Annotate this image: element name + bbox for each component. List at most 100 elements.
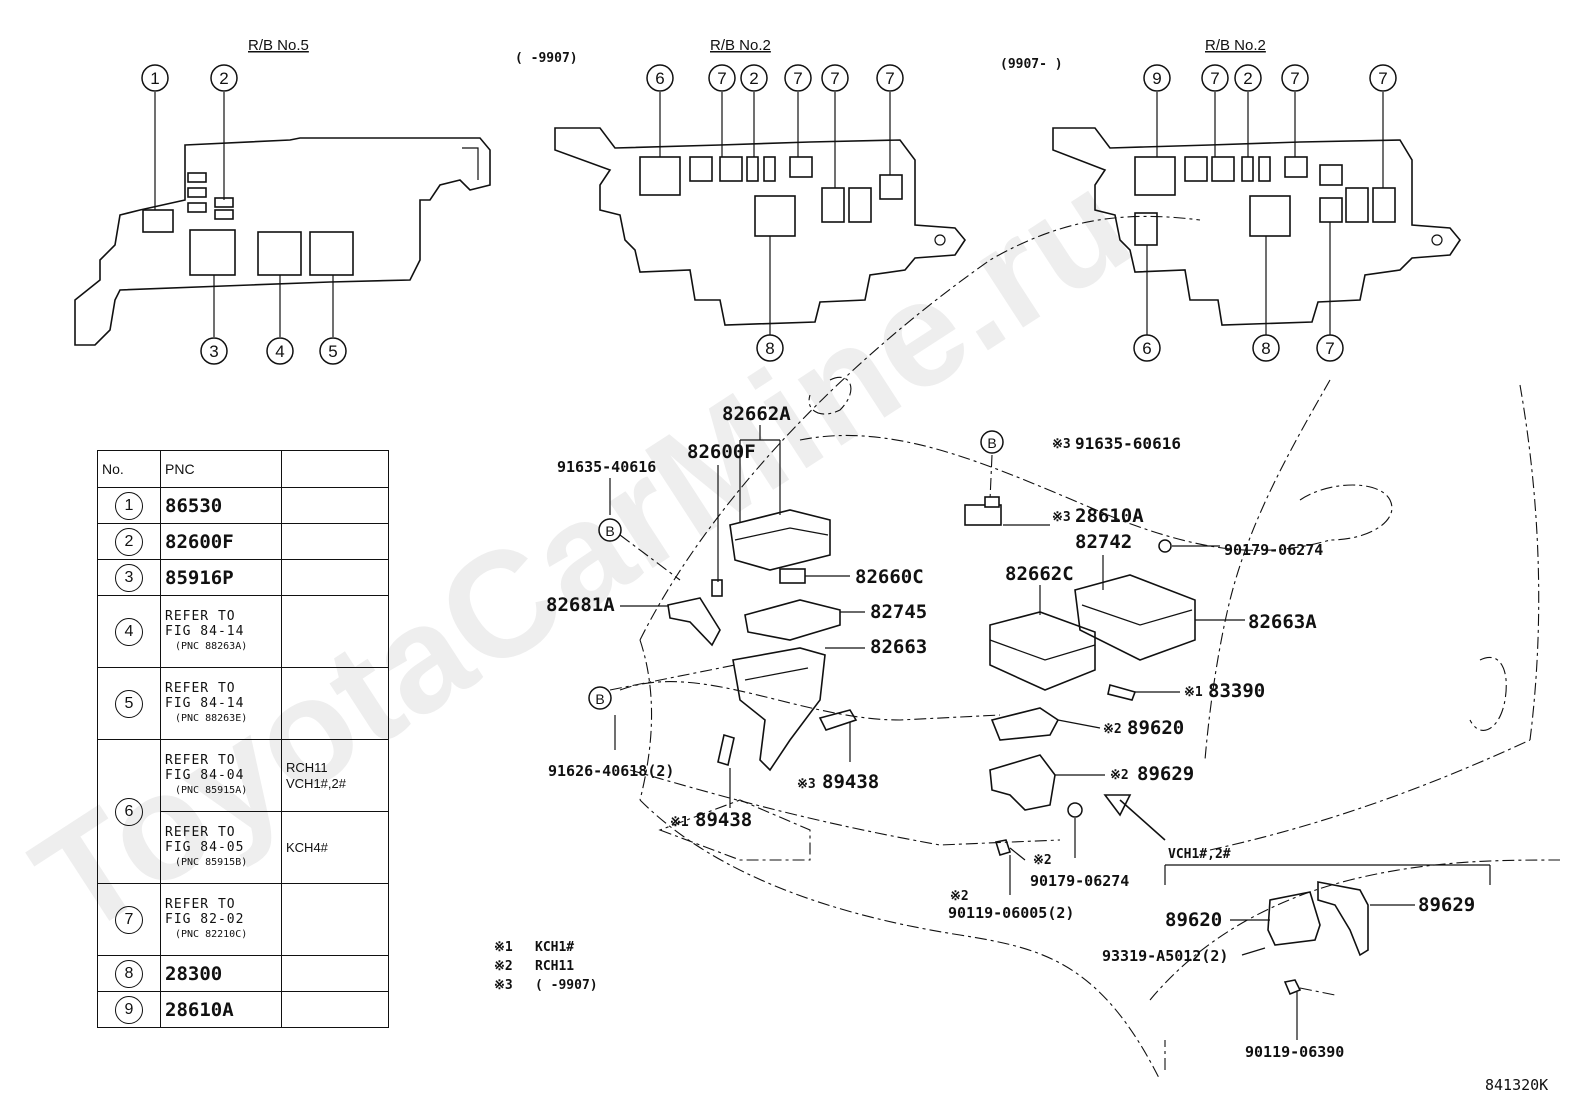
rb5-callout-2: 2 — [210, 64, 238, 92]
rb2a-callout-8: 8 — [756, 334, 784, 362]
note-cell — [281, 487, 389, 524]
svg-text:2: 2 — [219, 69, 228, 88]
rb2a-callout-7c: 7 — [821, 64, 849, 92]
svg-text:B: B — [987, 435, 996, 451]
svg-text:7: 7 — [1290, 69, 1299, 88]
rb2a-callout-6: 6 — [646, 64, 674, 92]
bolt-marker-b-1: B — [598, 518, 622, 542]
footnote-3-text: ( -9907) — [535, 978, 598, 993]
rb2a-callout-7a: 7 — [708, 64, 736, 92]
rb2a-header: R/B No.2 — [710, 37, 771, 54]
box-82663A-drawing — [1074, 574, 1196, 661]
relay-block-2-late — [1052, 92, 1461, 335]
note-cell — [281, 559, 389, 596]
label-93319-A5012: 93319-A5012(2) — [1102, 947, 1228, 965]
svg-text:7: 7 — [793, 69, 802, 88]
label-82663A: 82663A — [1248, 611, 1317, 633]
figure-code: 841320K — [1485, 1076, 1548, 1094]
svg-text:8: 8 — [765, 339, 774, 358]
inset-vch: VCH1#,2# 89620 89629 93319-A5012(2) 9011… — [1102, 847, 1491, 1061]
rb2b-callout-2: 2 — [1234, 64, 1262, 92]
note-cell — [281, 955, 389, 992]
mark-1-83390: ※1 — [1184, 685, 1203, 700]
pnc-table: No. PNC 1 86530 2 82600F 3 85916P 4 REFE… — [97, 450, 389, 1028]
table-header-row: No. PNC — [97, 450, 389, 488]
label-90179-06274-a: 90179-06274 — [1224, 541, 1323, 559]
rb2b-callout-7d: 7 — [1316, 334, 1344, 362]
pnc-value: 28300 — [160, 955, 282, 992]
rb5-header: R/B No.5 — [248, 37, 309, 54]
label-91635-60616: 91635-60616 — [1075, 434, 1181, 453]
row-number: 3 — [115, 563, 143, 592]
label-90119-06005: 90119-06005(2) — [948, 904, 1074, 922]
label-91635-40616: 91635-40616 — [557, 458, 656, 476]
rb2b-callout-8: 8 — [1252, 334, 1280, 362]
sensor-89438-drawings — [717, 709, 858, 767]
label-82662C: 82662C — [1005, 563, 1074, 585]
relay-28610A-drawing — [964, 496, 1002, 526]
rb2b-date: (9907- ) — [1000, 57, 1063, 72]
label-91626-40618: 91626-40618(2) — [548, 762, 674, 780]
svg-text:7: 7 — [885, 69, 894, 88]
rb2a-callout-7d: 7 — [876, 64, 904, 92]
row-number: 1 — [115, 491, 143, 520]
rb2b-header: R/B No.2 — [1205, 37, 1266, 54]
rb2a-date: ( -9907) — [515, 51, 578, 66]
row-number: 8 — [115, 959, 143, 988]
svg-text:7: 7 — [830, 69, 839, 88]
relay-block-2-early — [554, 92, 966, 335]
svg-text:6: 6 — [655, 69, 664, 88]
mark-3-89438: ※3 — [797, 777, 816, 792]
table-row: 2 82600F — [97, 523, 389, 560]
mark-2-89629: ※2 — [1110, 768, 1129, 783]
nut-82742-drawing — [1158, 539, 1172, 553]
note-cell — [281, 667, 389, 740]
pnc-value: 28610A — [160, 991, 282, 1028]
col-pnc-header: PNC — [160, 450, 282, 488]
label-83390: 83390 — [1208, 680, 1265, 702]
svg-text:1: 1 — [150, 69, 159, 88]
row-number: 2 — [115, 527, 143, 556]
row-number: 4 — [115, 617, 143, 646]
footnote-2-text: RCH11 — [535, 959, 574, 974]
label-82681A: 82681A — [546, 594, 615, 616]
row-number: 6 — [115, 797, 143, 826]
footnote-3-mark: ※3 — [494, 978, 513, 993]
bracket-82745-drawing — [744, 599, 841, 641]
rb2a-callout-2: 2 — [740, 64, 768, 92]
label-28610A: 28610A — [1075, 505, 1144, 527]
row-number: 5 — [115, 689, 143, 718]
note-cell — [281, 991, 389, 1028]
switch-83390-drawing — [1107, 684, 1137, 701]
relay-82660C-drawing — [779, 568, 806, 584]
label-82660C: 82660C — [855, 566, 924, 588]
note-cell — [281, 883, 389, 956]
svg-text:7: 7 — [717, 69, 726, 88]
label-90119-06390: 90119-06390 — [1245, 1043, 1344, 1061]
rb5-callout-1: 1 — [141, 64, 169, 92]
nut-90179-drawing — [1067, 802, 1083, 818]
footnote-1-text: KCH1# — [535, 940, 574, 955]
rb2a-callout-7b: 7 — [784, 64, 812, 92]
vehicle-outline — [619, 215, 1561, 1081]
col-note-header — [281, 450, 389, 488]
footnote-1-mark: ※1 — [494, 940, 513, 955]
bolt-90119-06005-drawing — [994, 839, 1012, 856]
svg-text:9: 9 — [1152, 69, 1161, 88]
rb5-callout-5: 5 — [319, 337, 347, 365]
row-number: 9 — [115, 995, 143, 1024]
rb5-callout-3: 3 — [200, 337, 228, 365]
label-89629: 89629 — [1137, 763, 1194, 785]
label-89438-a: 89438 — [822, 771, 879, 793]
rb2b-callout-7c: 7 — [1369, 64, 1397, 92]
note-cell — [281, 523, 389, 560]
label-89629-inset: 89629 — [1418, 894, 1475, 916]
svg-text:7: 7 — [1378, 69, 1387, 88]
pnc-value: 86530 — [160, 487, 282, 524]
note-cell: KCH4# — [281, 811, 389, 884]
